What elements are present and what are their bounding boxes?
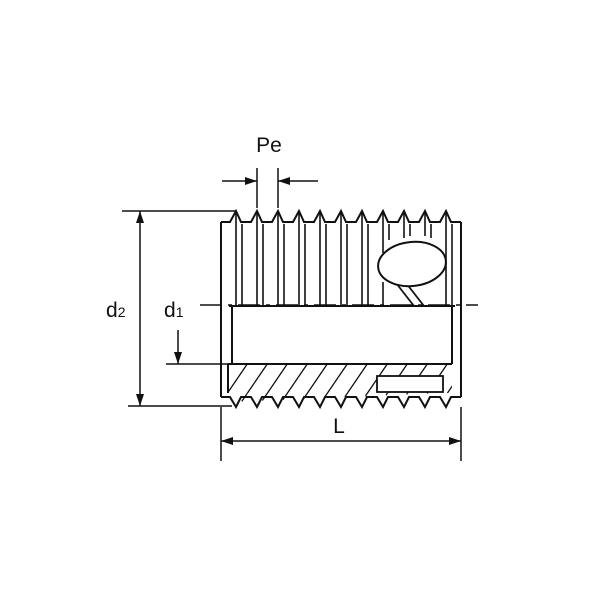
outer-diameter-arrow-bottom <box>136 394 144 406</box>
length-label: L <box>333 415 345 438</box>
pin-hole-ellipse <box>377 240 447 288</box>
pitch-arrow-right <box>278 177 290 185</box>
inner-diameter-label: d1 <box>164 299 184 322</box>
bottom-thread-profile <box>221 396 461 410</box>
pitch-label: Pe <box>256 134 282 157</box>
pitch-dimension <box>222 168 318 208</box>
pitch-arrow-left <box>245 177 257 185</box>
length-dimension <box>220 407 462 461</box>
length-arrow-right <box>449 437 461 445</box>
cutting-slot <box>376 375 444 393</box>
locking-pin <box>377 240 447 307</box>
top-thread-profile <box>221 208 461 223</box>
insert-body <box>220 208 462 410</box>
outer-diameter-arrow-top <box>136 211 144 223</box>
outer-diameter-label: d2 <box>106 299 126 322</box>
external-thread-lines <box>235 212 453 305</box>
inner-diameter-dimension <box>166 330 228 365</box>
outer-diameter-dimension <box>122 210 236 407</box>
length-arrow-left <box>221 437 233 445</box>
inner-diameter-arrow <box>174 352 182 364</box>
